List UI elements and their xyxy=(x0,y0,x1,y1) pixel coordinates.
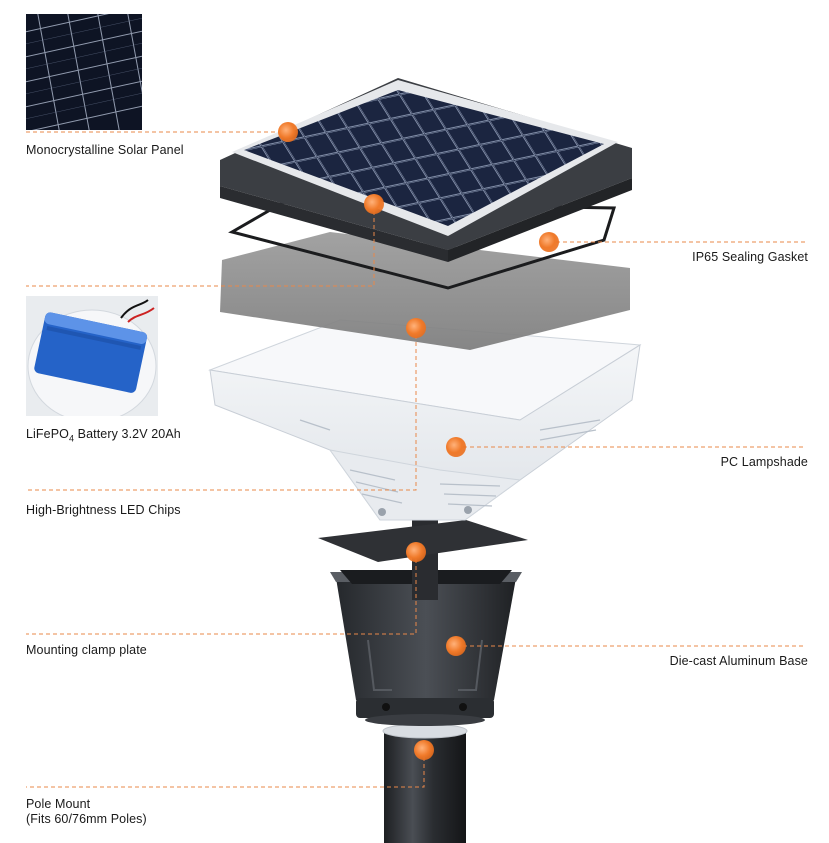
leader-lines xyxy=(26,131,806,788)
battery-closeup-image xyxy=(26,296,158,416)
solar-panel-closeup-image xyxy=(26,14,142,130)
marker-solar xyxy=(278,122,298,142)
solar-panel xyxy=(244,90,604,226)
label-pc-lampshade: PC Lampshade xyxy=(720,455,808,469)
label-battery-suffix: Battery 3.2V 20Ah xyxy=(74,427,181,441)
marker-battery xyxy=(364,194,384,214)
marker-pole xyxy=(414,740,434,760)
label-led-chips: High-Brightness LED Chips xyxy=(26,503,181,517)
label-pole-mount: Pole Mount (Fits 60/76mm Poles) xyxy=(26,797,147,827)
marker-led xyxy=(406,318,426,338)
label-pole-line1: Pole Mount xyxy=(26,797,91,811)
marker-base xyxy=(446,636,466,656)
marker-lampshade xyxy=(446,437,466,457)
label-clamp-plate: Mounting clamp plate xyxy=(26,643,147,657)
led-diffuser xyxy=(220,232,630,350)
clamp-plate xyxy=(318,520,528,562)
label-aluminum-base: Die-cast Aluminum Base xyxy=(669,654,808,668)
label-battery-prefix: LiFePO xyxy=(26,427,69,441)
label-solar-panel: Monocrystalline Solar Panel xyxy=(26,143,184,157)
marker-gasket xyxy=(539,232,559,252)
label-sealing-gasket: IP65 Sealing Gasket xyxy=(692,250,808,264)
marker-dots xyxy=(278,122,559,760)
label-pole-line2: (Fits 60/76mm Poles) xyxy=(26,812,147,826)
label-battery-subscript: 4 xyxy=(68,433,75,444)
label-battery: LiFePO4 Battery 3.2V 20Ah xyxy=(26,427,181,447)
aluminum-base xyxy=(336,578,516,700)
marker-clamp xyxy=(406,542,426,562)
